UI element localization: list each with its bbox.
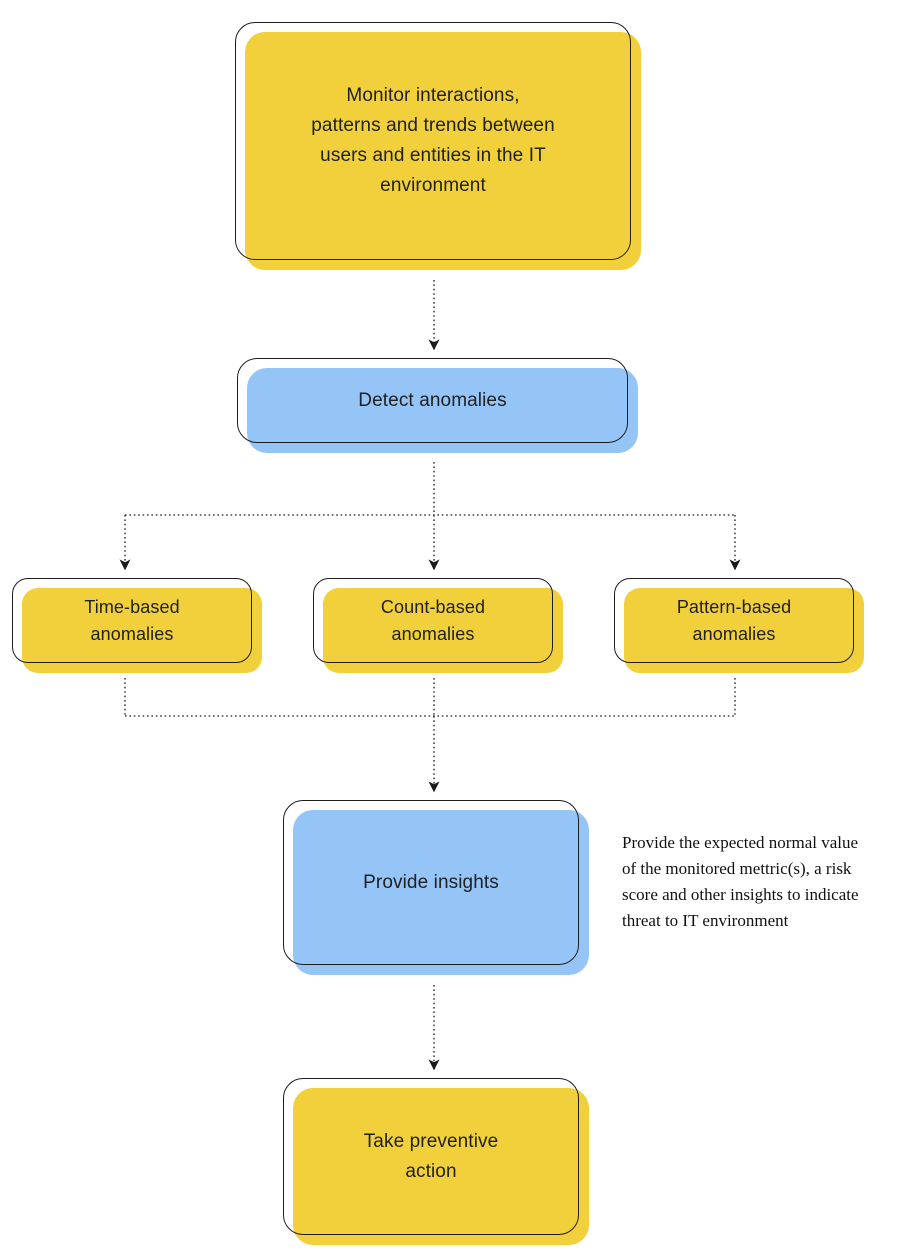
node-card: Provide insights — [283, 800, 579, 965]
node-label: Provide insights — [363, 871, 499, 893]
node-card: Pattern-based anomalies — [614, 578, 854, 663]
node-fill — [245, 32, 641, 270]
node-card: Count-based anomalies — [313, 578, 553, 663]
node-fill — [323, 588, 563, 673]
node-count-based-anomalies[interactable]: Count-based anomalies — [313, 578, 563, 673]
node-card: Time-based anomalies — [12, 578, 252, 663]
node-take-preventive-action[interactable]: Take preventive action — [283, 1078, 589, 1245]
node-fill — [22, 588, 262, 673]
node-fill — [624, 588, 864, 673]
node-card: Detect anomalies — [237, 358, 628, 443]
node-fill — [247, 368, 638, 453]
node-fill — [293, 810, 589, 975]
node-time-based-anomalies[interactable]: Time-based anomalies — [12, 578, 262, 673]
node-card: Take preventive action — [283, 1078, 579, 1235]
node-fill — [293, 1088, 589, 1245]
node-label: Pattern-based anomalies — [676, 596, 792, 644]
insights-annotation-text: Provide the expected normal value of the… — [622, 833, 859, 930]
node-label: Count-based anomalies — [380, 596, 486, 644]
node-label: Detect anomalies — [358, 389, 507, 411]
node-card: Monitor interactions, patterns and trend… — [235, 22, 631, 260]
node-label: Take preventive action — [363, 1130, 499, 1182]
node-detect-anomalies[interactable]: Detect anomalies — [237, 358, 638, 453]
node-label: Monitor interactions, patterns and trend… — [311, 85, 555, 196]
node-provide-insights[interactable]: Provide insights — [283, 800, 589, 975]
node-label: Time-based anomalies — [84, 596, 180, 644]
node-pattern-based-anomalies[interactable]: Pattern-based anomalies — [614, 578, 864, 673]
node-monitor-interactions[interactable]: Monitor interactions, patterns and trend… — [235, 22, 641, 270]
